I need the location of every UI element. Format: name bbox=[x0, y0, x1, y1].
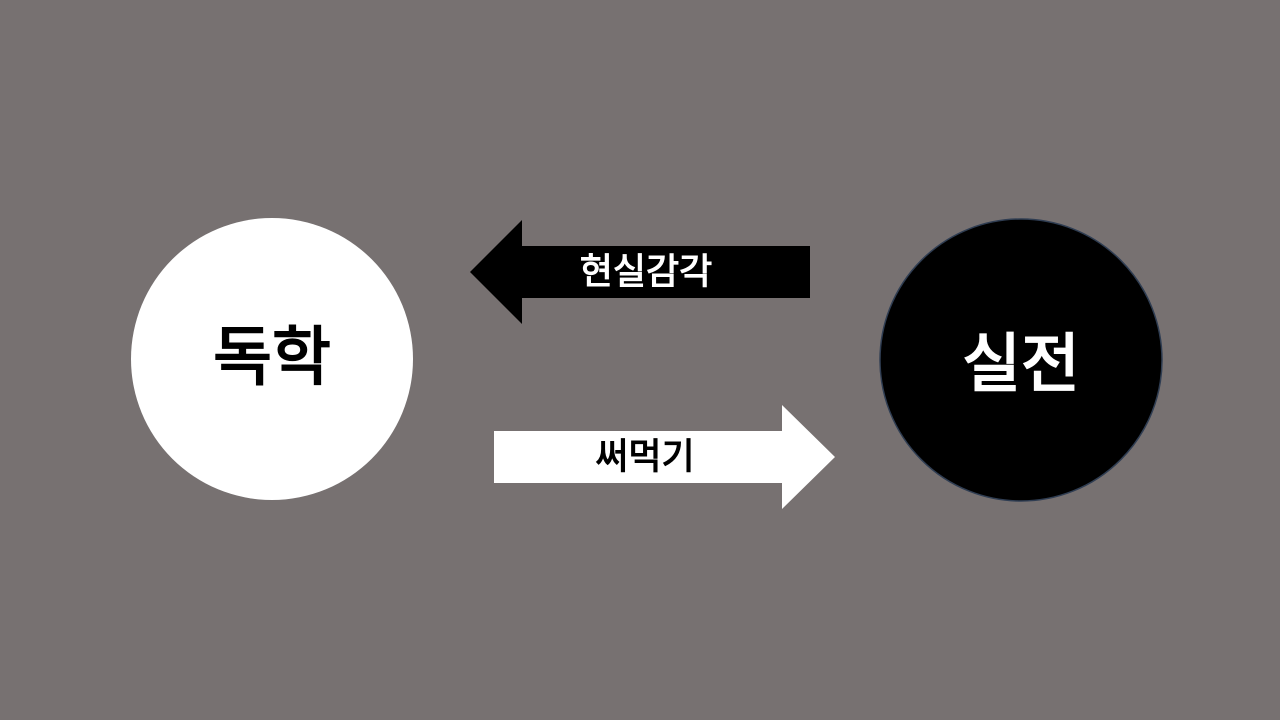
node-circle-practice bbox=[879, 218, 1163, 502]
node-circle-self-study bbox=[131, 218, 413, 500]
arrow-label-reality-sense: 현실감각 bbox=[580, 252, 712, 293]
arrow-apply bbox=[494, 405, 835, 509]
arrow-label-apply: 써먹기 bbox=[595, 437, 694, 478]
arrow-reality-sense bbox=[470, 220, 810, 324]
node-label-self-study: 독학 bbox=[213, 321, 331, 395]
node-label-practice: 실전 bbox=[962, 328, 1080, 402]
